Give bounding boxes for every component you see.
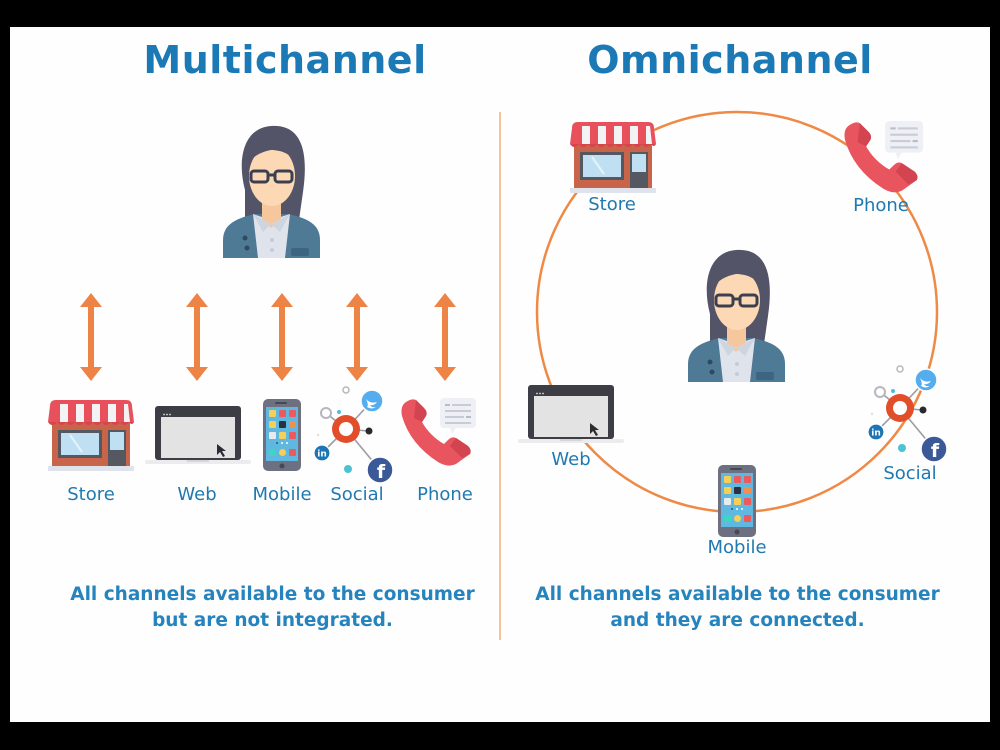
channel-label-phone: Phone — [417, 484, 473, 505]
caption-line-1: All channels available to the consumer — [535, 584, 940, 605]
channel-label-social: Social — [330, 484, 384, 505]
channel-label-mobile: Mobile — [707, 537, 767, 558]
caption-line-2: and they are connected. — [610, 610, 865, 631]
section-divider — [499, 112, 501, 640]
smartphone-icon — [718, 465, 756, 537]
channel-label-web: Web — [551, 449, 591, 470]
store-icon — [570, 122, 656, 194]
omnichannel-title: Omnichannel — [587, 38, 873, 82]
caption-line-2: but are not integrated. — [152, 610, 393, 631]
channel-label-store: Store — [67, 484, 115, 505]
consumer-avatar-icon — [680, 244, 793, 382]
multichannel-title: Multichannel — [143, 38, 427, 82]
omnichannel-caption: All channels available to the consumer a… — [505, 582, 970, 634]
channel-label-phone: Phone — [853, 195, 909, 216]
channel-label-store: Store — [588, 194, 636, 215]
multichannel-caption: All channels available to the consumer b… — [40, 582, 505, 634]
channel-label-social: Social — [883, 463, 937, 484]
social-network-icon — [868, 364, 952, 464]
channel-label-web: Web — [177, 484, 217, 505]
channel-label-mobile: Mobile — [252, 484, 312, 505]
phone-icon — [838, 121, 928, 197]
laptop-icon — [518, 385, 624, 445]
caption-line-1: All channels available to the consumer — [70, 584, 475, 605]
